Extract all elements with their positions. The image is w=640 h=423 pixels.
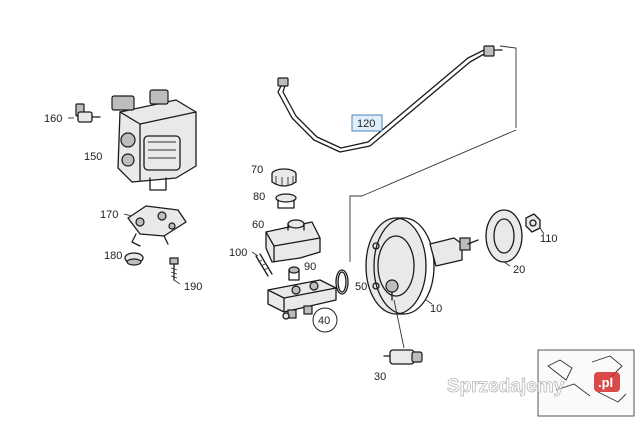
pressure-sensor xyxy=(75,103,101,123)
label-80: 80 xyxy=(253,191,265,203)
reservoir-cap xyxy=(271,168,297,187)
label-10: 10 xyxy=(430,303,442,315)
fluid-reservoir xyxy=(265,219,321,263)
label-100: 100 xyxy=(229,247,247,259)
label-50: 50 xyxy=(355,281,367,293)
watermark-badge xyxy=(594,372,620,392)
cap-seal xyxy=(275,193,297,209)
label-190: 190 xyxy=(184,281,202,293)
brake-line xyxy=(277,45,503,153)
label-70: 70 xyxy=(251,164,263,176)
watermark-text: Sprzedajemy xyxy=(447,376,565,397)
watermark: Sprzedajemy .pl xyxy=(447,372,620,397)
booster-gasket xyxy=(485,209,523,263)
vacuum-sensor xyxy=(383,299,423,365)
label-110: 110 xyxy=(540,233,558,245)
o-ring xyxy=(335,269,349,295)
label-90: 90 xyxy=(304,261,316,273)
master-cylinder xyxy=(267,279,337,320)
hex-bolt xyxy=(169,257,179,281)
label-30: 30 xyxy=(374,371,386,383)
hex-nut xyxy=(525,213,541,233)
rubber-grommet xyxy=(124,252,144,266)
label-20: 20 xyxy=(513,264,525,276)
watermark-badge-text: .pl xyxy=(598,375,613,390)
label-60: 60 xyxy=(252,219,264,231)
label-120: 120 xyxy=(357,118,375,130)
mounting-bracket xyxy=(127,205,187,247)
label-40: 40 xyxy=(318,315,330,327)
label-150: 150 xyxy=(84,151,102,163)
reservoir-plug xyxy=(288,266,300,281)
label-170: 170 xyxy=(100,209,118,221)
abs-hydraulic-unit xyxy=(111,89,197,191)
label-160: 160 xyxy=(44,113,62,125)
retaining-pin xyxy=(255,253,273,277)
brake-booster xyxy=(365,217,479,315)
label-180: 180 xyxy=(104,250,122,262)
